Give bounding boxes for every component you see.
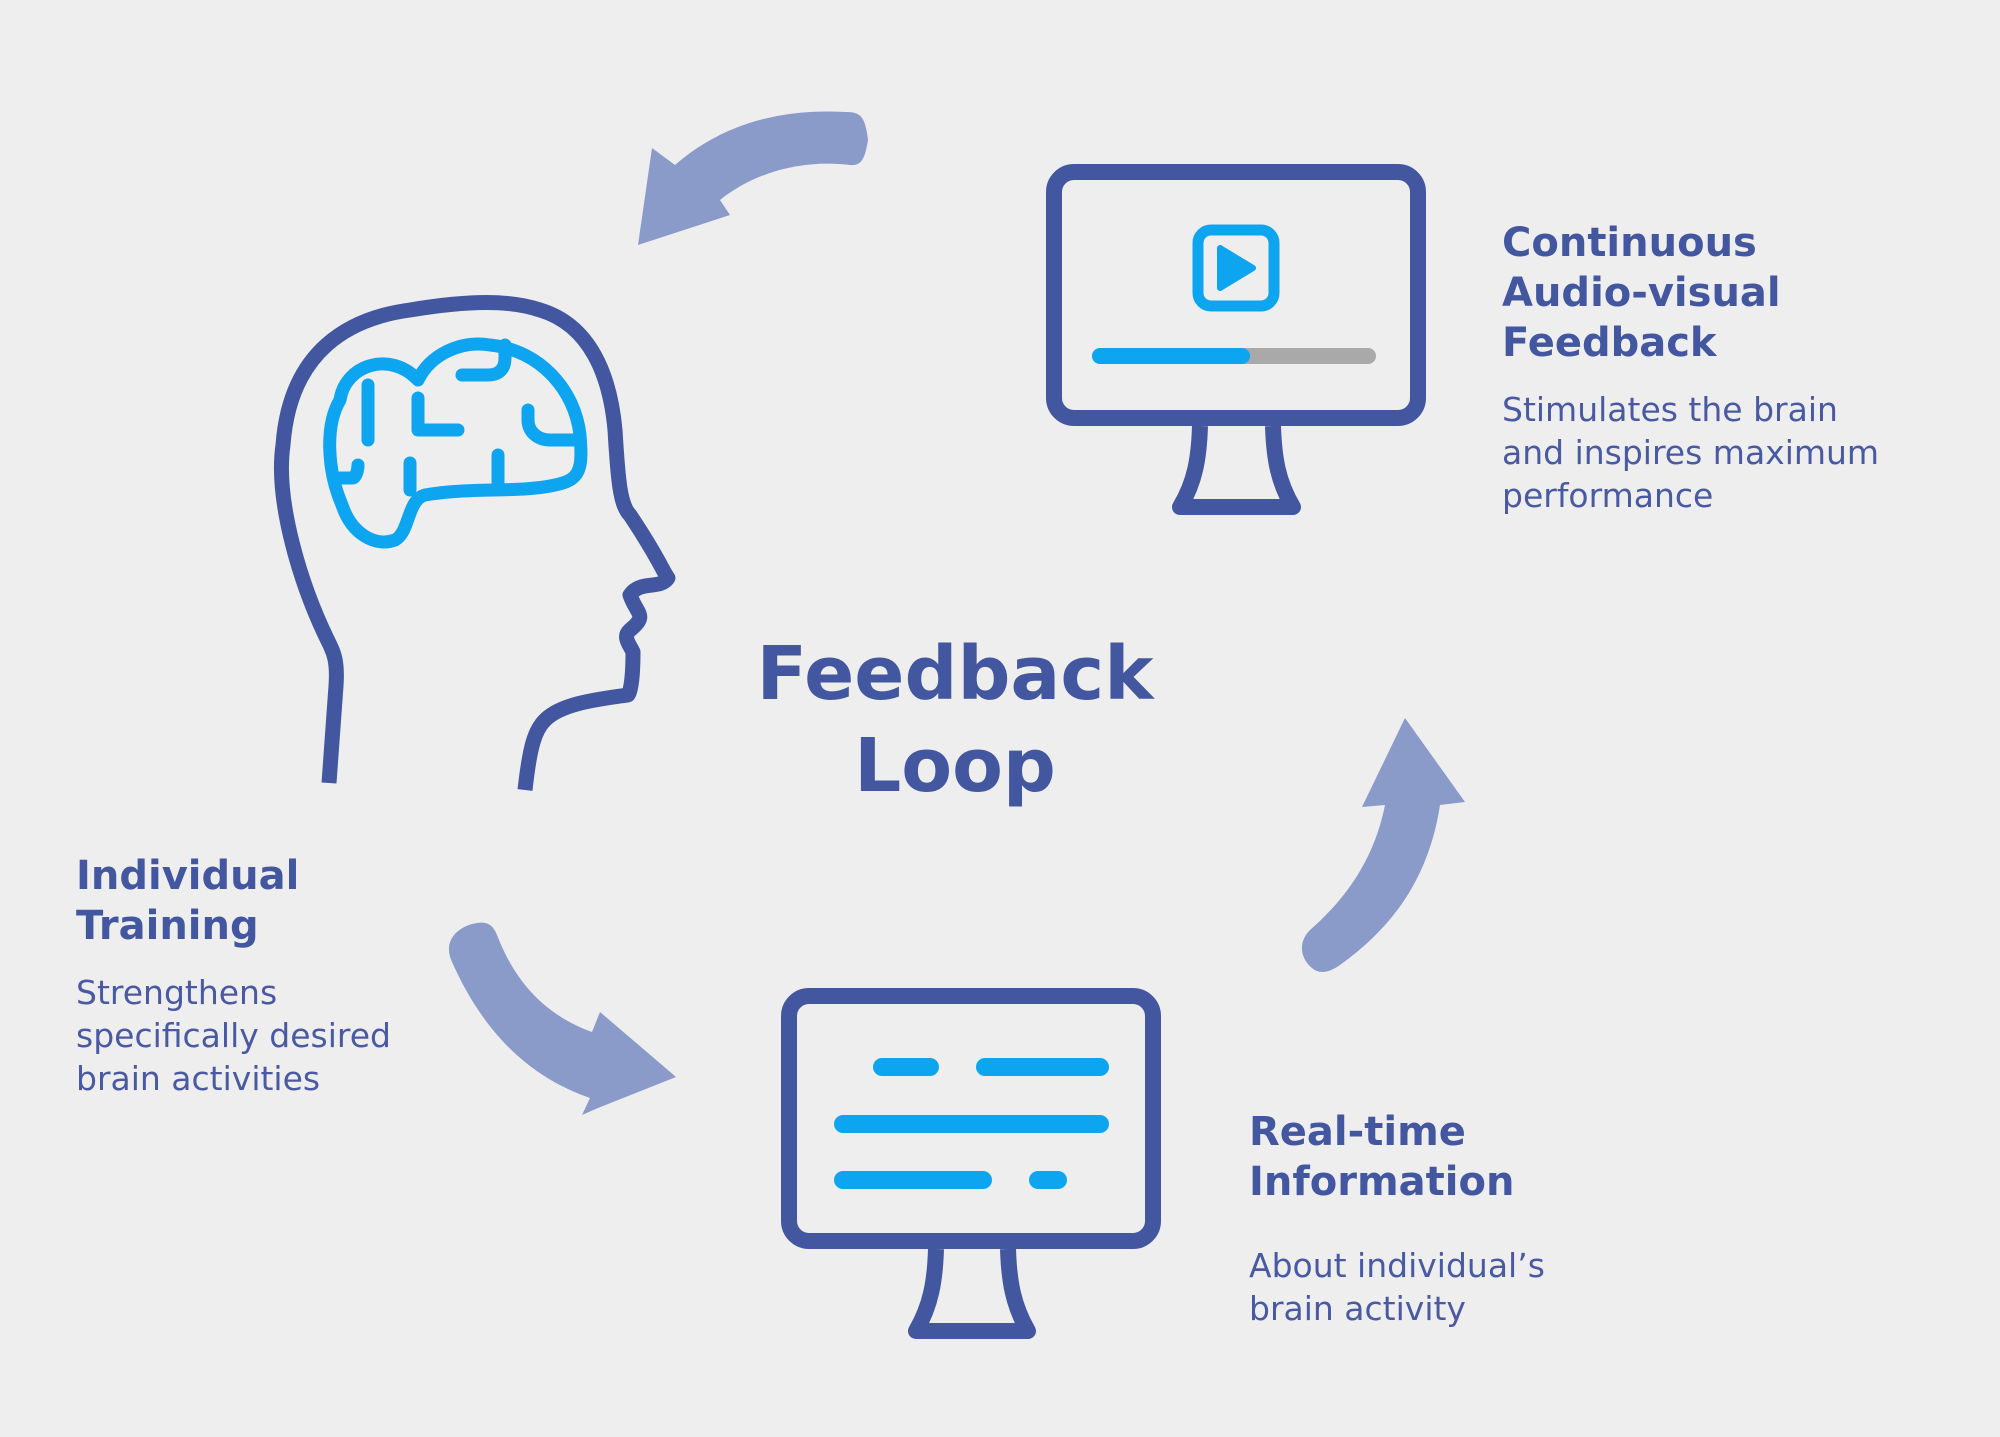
head-brain-icon xyxy=(273,295,676,791)
heading-line: Feedback xyxy=(1502,320,1717,366)
heading-line: Individual xyxy=(76,853,300,899)
description-line: Stimulates the brain xyxy=(1502,390,1838,429)
heading-line: Continuous xyxy=(1502,220,1757,266)
play-icon xyxy=(1192,224,1280,312)
step-description: About individual’s brain activity xyxy=(1249,1244,1669,1330)
video-monitor-icon xyxy=(1046,164,1426,515)
cycle-arrow-icon xyxy=(1301,718,1465,972)
description-line: Strengthens xyxy=(76,973,278,1012)
step-description: Strengthens specifically desired brain a… xyxy=(76,971,496,1100)
description-line: performance xyxy=(1502,476,1714,515)
description-line: About individual’s xyxy=(1249,1246,1545,1285)
step-real-time: Real-time Information About individual’s… xyxy=(1249,1107,1669,1330)
data-monitor-icon xyxy=(781,988,1161,1339)
step-individual-training: Individual Training Strengthens specific… xyxy=(76,851,496,1100)
cycle-arrow-icon xyxy=(448,922,676,1115)
page-title: Feedback Loop xyxy=(700,628,1210,812)
description-line: specifically desired xyxy=(76,1016,391,1055)
title-line: Feedback xyxy=(756,631,1154,717)
title-line: Loop xyxy=(854,723,1056,809)
description-line: brain activities xyxy=(76,1059,321,1098)
heading-line: Real-time xyxy=(1249,1109,1466,1155)
step-audio-visual: Continuous Audio-visual Feedback Stimula… xyxy=(1502,218,1982,517)
description-line: and inspires maximum xyxy=(1502,433,1880,472)
step-heading: Real-time Information xyxy=(1249,1107,1669,1207)
step-description: Stimulates the brain and inspires maximu… xyxy=(1502,388,1982,517)
heading-line: Information xyxy=(1249,1159,1515,1205)
step-heading: Individual Training xyxy=(76,851,496,951)
cycle-arrow-icon xyxy=(638,111,868,245)
description-line: brain activity xyxy=(1249,1289,1466,1328)
heading-line: Audio-visual xyxy=(1502,270,1781,316)
heading-line: Training xyxy=(76,903,259,949)
step-heading: Continuous Audio-visual Feedback xyxy=(1502,218,1982,368)
